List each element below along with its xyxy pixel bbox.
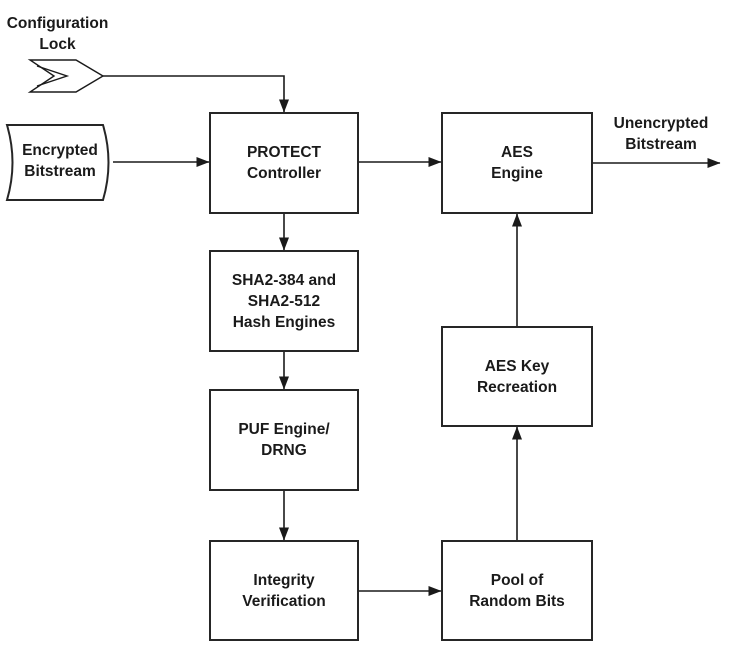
node-aes-engine: AES Engine bbox=[441, 112, 593, 214]
node-puf-engine-drng: PUF Engine/ DRNG bbox=[209, 389, 359, 491]
encrypted-bitstream-shape bbox=[5, 124, 110, 201]
node-aes-key-recreation: AES Key Recreation bbox=[441, 326, 593, 427]
arrow-configuration-lock-to-protect-controller bbox=[103, 75, 289, 113]
node-pool-of-random-bits: Pool of Random Bits bbox=[441, 540, 593, 641]
configuration-lock-label: Configuration Lock bbox=[6, 15, 109, 53]
configuration-lock-key-chevron-icon bbox=[36, 65, 70, 87]
node-integrity-verification: Integrity Verification bbox=[209, 540, 359, 641]
node-protect-controller: PROTECT Controller bbox=[209, 112, 359, 214]
node-sha2-hash-engines: SHA2-384 and SHA2-512 Hash Engines bbox=[209, 250, 359, 352]
encrypted-bitstream-label: Encrypted Bitstream bbox=[22, 142, 98, 180]
unencrypted-bitstream-label: Unencrypted Bitstream bbox=[613, 115, 709, 153]
